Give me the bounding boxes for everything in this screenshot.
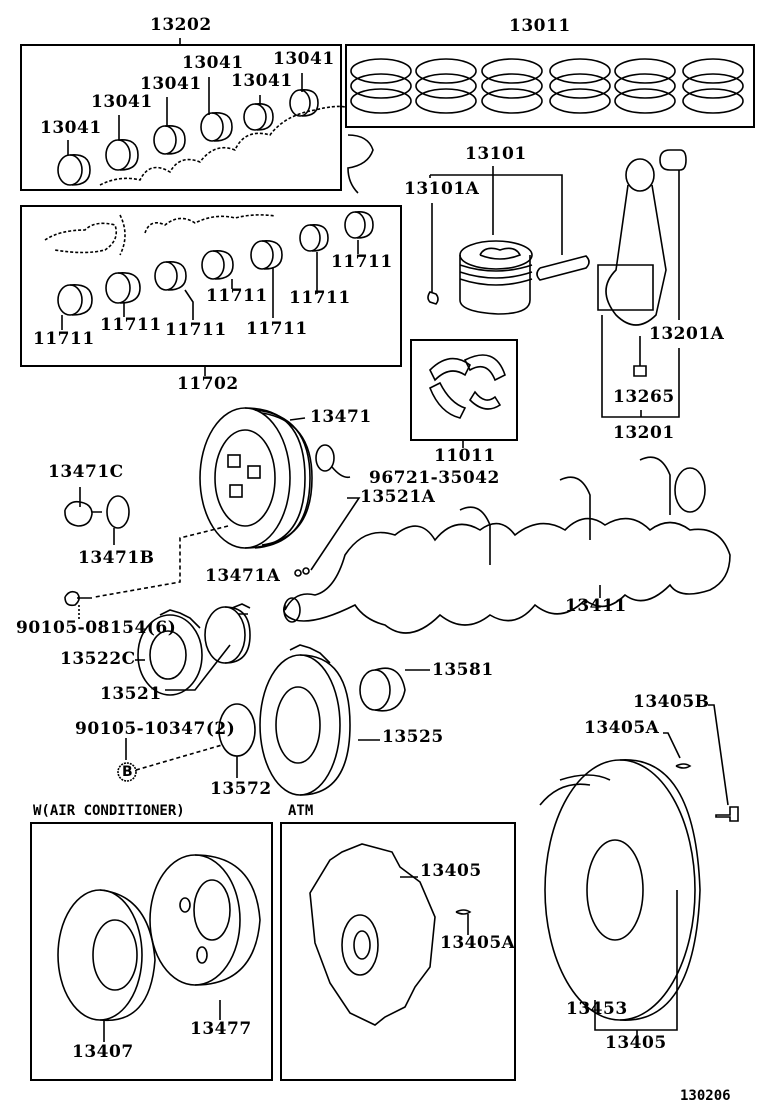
frame-13202 [20,44,342,191]
dashed-line-B [135,744,223,771]
label-13525: 13525 [382,727,444,747]
bolt-90105-08154 [64,590,92,607]
drive-plate-13405-atm [309,843,436,1026]
label-13101A: 13101A [404,179,480,199]
figure-number: 130206 [680,1088,731,1104]
label-13041: 13041 [273,49,335,69]
bushing-13201A [659,149,687,171]
gear-13522C [137,609,203,696]
label-11711: 11711 [246,319,308,339]
label-11711: 11711 [331,252,393,272]
label-13041: 13041 [140,74,202,94]
label-11711: 11711 [33,329,95,349]
timing-pulley-13525 [259,644,351,796]
crankshaft-ghost-side [347,134,374,194]
key-13521A [302,567,310,575]
flywheel-13453 [539,759,701,1021]
label-13477: 13477 [190,1019,252,1039]
crank-timing-gear-13521 [204,603,251,664]
label-13572: 13572 [210,779,272,799]
label-11011: 11011 [434,446,496,466]
label-13041: 13041 [91,92,153,112]
piston-pin [536,255,590,281]
caption-atm: ATM [288,803,314,819]
key-13471A [294,569,302,577]
label-13101: 13101 [465,144,527,164]
rod-bolt-13265 [633,336,647,377]
leader-13521A [310,497,361,571]
bearing-shells-13041 [57,73,319,186]
pulley-washer-13471B [106,495,130,529]
crank-pulley-13471 [199,407,313,549]
crankshaft-ghost-upper [99,105,346,186]
label-13521: 13521 [100,684,162,704]
leader-13101 [429,166,563,255]
piston-rings-13011 [350,58,744,114]
label-13041: 13041 [182,53,244,73]
frame-13011 [345,44,755,128]
label-13265: 13265 [613,387,675,407]
label-13202: 13202 [150,15,212,35]
label-96721-35042: 96721-35042 [369,468,500,488]
label-13405B: 13405B [633,692,710,712]
plug-13581 [359,667,406,712]
crankshaft-13411 [282,456,731,634]
connecting-rod [597,158,667,326]
label-11711: 11711 [100,315,162,335]
label-13521A: 13521A [360,487,436,507]
label-13201A: 13201A [649,324,725,344]
label-13405A-atm: 13405A [440,933,516,953]
label-11711: 11711 [206,286,268,306]
label-13407: 13407 [72,1042,134,1062]
label-13453: 13453 [566,999,628,1019]
label-13201: 13201 [613,423,675,443]
piston-clip [427,291,439,305]
bolt-13405B [715,806,739,822]
o-ring-96721 [315,444,335,472]
frame-11702 [20,205,402,367]
label-13471B: 13471B [78,548,155,568]
leader-13405-group [594,890,678,1037]
leader-13521 [165,644,231,691]
dashed-line-bolt [94,525,229,598]
label-13405A: 13405A [584,718,660,738]
thrust-washers [428,354,506,419]
ac-pulley-13407 [57,889,156,1022]
pulley-bolt-13471C [64,487,102,527]
label-13405-bottom: 13405 [605,1033,667,1053]
caption-air-conditioner: W(AIR CONDITIONER) [33,803,185,819]
frame-11011 [410,339,518,441]
leader-13405A-top [663,732,681,759]
ref-label-B: B [122,764,133,780]
label-13471A: 13471A [205,566,281,586]
leader-96721 [331,466,351,479]
leader-13405B [708,704,729,806]
label-13011: 13011 [509,16,571,36]
label-90105-10347: 90105-10347(2) [75,719,236,739]
label-13522C: 13522C [60,649,136,669]
frame-atm [280,822,516,1081]
leader-13201A [601,170,680,418]
label-13411: 13411 [565,596,627,616]
label-11702: 11702 [177,374,239,394]
label-11711: 11711 [165,320,227,340]
label-11711: 11711 [289,288,351,308]
ac-pulley-13477 [149,854,261,986]
frame-air-conditioner [30,822,273,1081]
crankshaft-ghost-lower [44,214,276,256]
pin-13405A-atm [455,909,472,915]
ref-circle-B [117,762,137,782]
label-13471C: 13471C [48,462,124,482]
piston [459,240,533,315]
pin-13405A-top [675,763,692,769]
label-13041: 13041 [40,118,102,138]
label-13405-atm: 13405 [420,861,482,881]
label-90105-08154: 90105-08154(6) [16,618,177,638]
label-13041: 13041 [231,71,293,91]
label-13471: 13471 [310,407,372,427]
label-13581: 13581 [432,660,494,680]
bearing-shells-11711 [57,210,374,330]
